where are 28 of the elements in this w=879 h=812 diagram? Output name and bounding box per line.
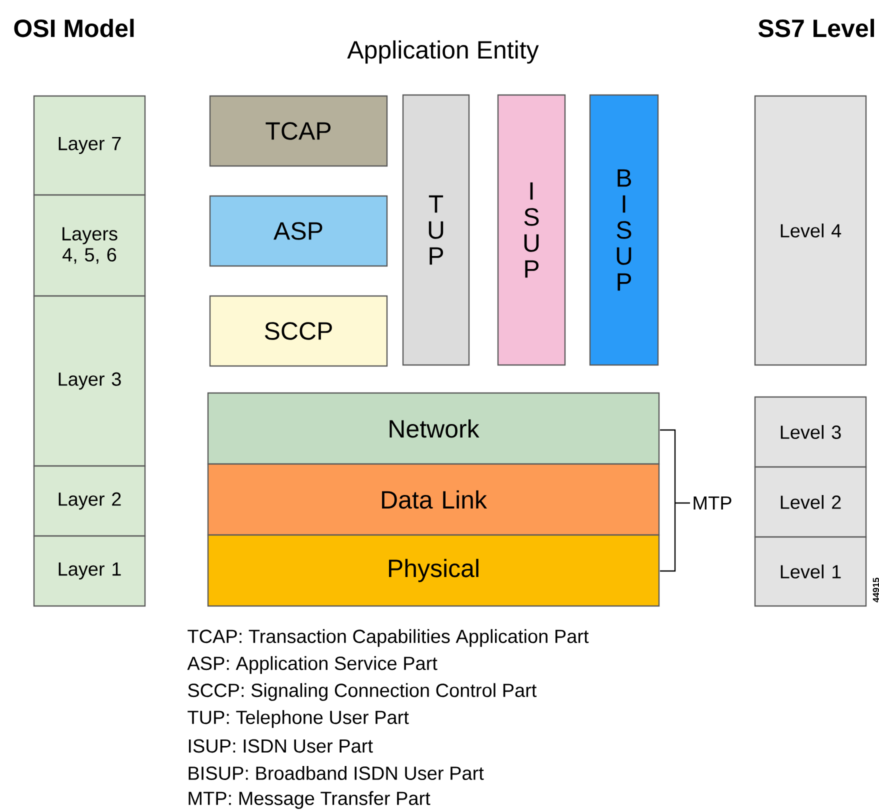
ss7-level-box: Level 4	[754, 95, 867, 366]
mtp-layer-band: Data Link	[207, 463, 660, 536]
column-heading: Application Entity	[347, 40, 539, 64]
mtp-layer-band: Physical	[207, 534, 660, 607]
osi-layer-box: Layer 2	[33, 465, 146, 537]
protocol-column: ISUP	[497, 94, 566, 366]
osi-layer-box: Layers 4, 5, 6	[33, 194, 146, 297]
legend-note: TCAP: Transaction Capabilities Application Part	[188, 629, 589, 647]
protocol-column: TUP	[402, 94, 470, 366]
protocol-box: TCAP	[209, 95, 388, 167]
protocol-box: SCCP	[209, 295, 388, 367]
ss7-level-box: Level 3	[754, 396, 867, 468]
legend-note: SCCP: Signaling Connection Control Part	[188, 683, 537, 701]
legend-note: TUP: Telephone User Part	[188, 710, 409, 728]
column-heading: SS7 Level	[758, 18, 874, 38]
ss7-level-box: Level 2	[754, 466, 867, 538]
protocol-column: BISUP	[589, 94, 659, 366]
osi-layer-box: Layer 7	[33, 95, 146, 196]
ss7-level-box: Level 1	[754, 536, 867, 607]
bracket-label: MTP	[694, 496, 732, 510]
mtp-layer-band: Network	[207, 392, 660, 465]
column-heading: OSI Model	[14, 18, 134, 38]
protocol-box: ASP	[209, 195, 388, 267]
osi-layer-box: Layer 1	[33, 535, 146, 607]
legend-note: BISUP: Broadband ISDN User Part	[188, 766, 484, 780]
legend-note: ASP: Application Service Part	[187, 656, 438, 674]
legend-note: ISUP: ISDN User Part	[188, 739, 373, 753]
legend-note: MTP: Message Transfer Part	[188, 791, 430, 809]
